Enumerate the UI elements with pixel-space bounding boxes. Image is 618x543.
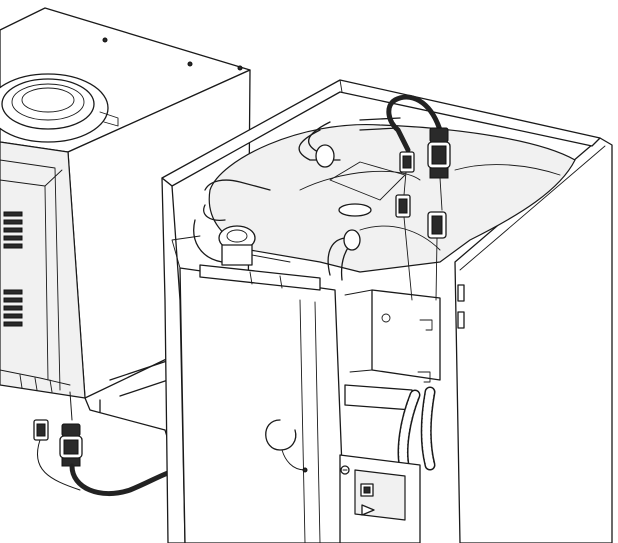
connector-plug-icon — [59, 423, 83, 467]
tank-port — [338, 203, 372, 217]
mounting-bracket — [199, 264, 321, 291]
small-connector-icon — [395, 194, 411, 218]
small-connector-icon — [33, 419, 49, 441]
control-plate — [371, 289, 441, 381]
small-connector-icon — [399, 151, 415, 173]
connector-lead — [69, 391, 73, 421]
left-pipe-run — [193, 179, 271, 263]
upper-unit-front-details — [0, 159, 71, 393]
inner-shelf — [344, 384, 413, 411]
cabinet-left-panel — [161, 177, 186, 543]
grommet-icon — [265, 419, 308, 473]
inline-connector-icon — [427, 211, 447, 239]
elbow-pipe — [327, 229, 361, 281]
cabinet-front-panel — [179, 267, 346, 543]
screw-icon — [237, 65, 243, 71]
upper-cable-assembly — [386, 94, 451, 301]
arrow-icon — [361, 504, 375, 516]
cable-thick — [386, 94, 443, 153]
back-pipes — [298, 117, 401, 168]
panel-slot — [457, 311, 465, 329]
pump-valve — [218, 225, 291, 266]
support-frame — [84, 359, 171, 441]
panel-slot — [457, 284, 465, 302]
corrugated-hose — [397, 386, 436, 476]
lower-cabinet — [161, 79, 613, 543]
cabinet-right-panel — [454, 137, 613, 543]
electrical-box — [339, 454, 421, 543]
connector-plug-icon — [427, 127, 451, 179]
vent-slots — [3, 211, 23, 327]
screw-icon — [102, 37, 108, 43]
screw-icon — [187, 61, 193, 67]
flue-collar — [0, 73, 119, 143]
cable-lead-small — [36, 439, 81, 491]
